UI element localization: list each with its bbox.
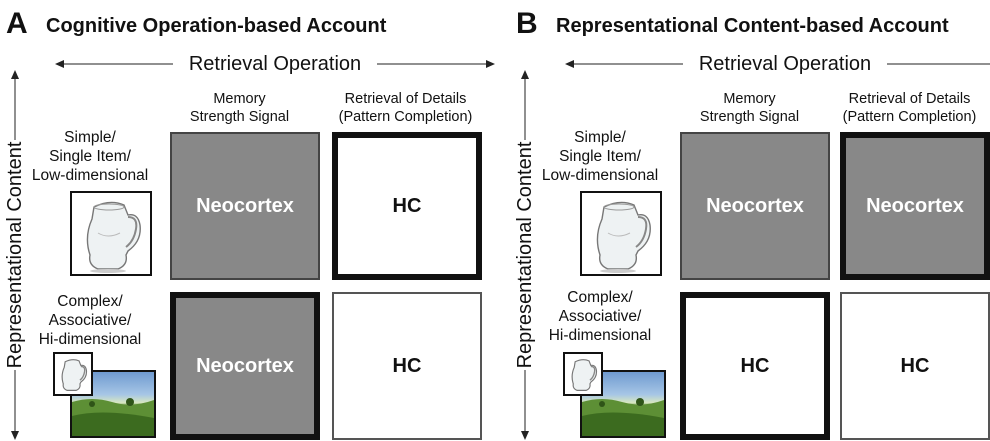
row-label-complex: Complex/ Associative/ Hi-dimensional [38,293,142,348]
cell-neocortex: Neocortex [840,132,990,280]
vertical-axis-arrow [11,70,19,440]
horizontal-axis-label: Retrieval Operation [188,53,362,75]
cell-hc: HC [332,292,482,440]
cell-neocortex: Neocortex [170,292,320,440]
glass-pitcher-icon [563,352,603,396]
row-label-complex: Complex/ Associative/ Hi-dimensional [548,289,652,344]
row-label-simple: Simple/ Single Item/ Low-dimensional [31,129,149,184]
horizontal-axis-label: Retrieval Operation [698,53,872,75]
panel-a: A Cognitive Operation-based Account Retr… [2,7,495,440]
vertical-axis: Representational Content [512,70,538,440]
column-header-retrieval-details: Retrieval of Details (Pattern Completion… [842,91,977,125]
glass-pitcher-icon [580,191,662,276]
vertical-axis: Representational Content [2,70,28,440]
cell-neocortex: Neocortex [170,132,320,280]
cell-hc: HC [680,292,830,440]
vertical-axis-arrow [521,70,529,440]
column-header-memory-strength: Memory Strength Signal [189,91,290,125]
cell-neocortex: Neocortex [680,132,830,280]
panel-letter: B [516,7,538,40]
cell-hc: HC [840,292,990,440]
column-header-retrieval-details: Retrieval of Details (Pattern Completion… [338,91,473,125]
glass-pitcher-icon [53,352,93,396]
horizontal-axis-arrow [55,60,495,68]
panel-letter: A [6,7,28,40]
vertical-axis-label: Representational Content [4,141,26,369]
panel-title: Representational Content-based Account [556,15,949,37]
panel-b: B Representational Content-based Account… [510,0,990,441]
column-header-memory-strength: Memory Strength Signal [699,91,800,125]
horizontal-axis: Retrieval Operation [565,52,990,76]
glass-pitcher-icon [70,191,152,276]
vertical-axis-label: Representational Content [514,141,536,369]
landscape-scene-icon [70,370,156,438]
panel-title: Cognitive Operation-based Account [46,15,387,37]
horizontal-axis: Retrieval Operation [55,52,495,76]
row-label-simple: Simple/ Single Item/ Low-dimensional [541,129,659,184]
cell-hc: HC [332,132,482,280]
horizontal-axis-arrow [565,60,990,68]
